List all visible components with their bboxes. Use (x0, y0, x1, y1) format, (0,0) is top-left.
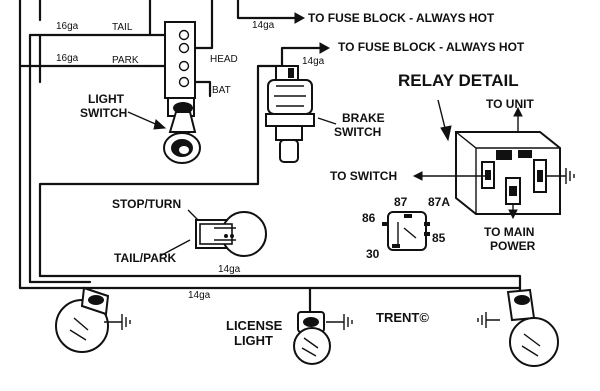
light-switch-pointer (127, 111, 161, 127)
label-head: HEAD (210, 54, 238, 65)
brake-switch-label-1: BRAKE (342, 111, 385, 125)
pin-30: 30 (366, 247, 380, 261)
relay-schematic-icon (382, 211, 430, 251)
pin-87: 87 (394, 195, 408, 209)
gauge-14ga-brake: 14ga (302, 56, 325, 67)
fuse-label-2: TO FUSE BLOCK - ALWAYS HOT (338, 40, 525, 54)
fuse-label-1: TO FUSE BLOCK - ALWAYS HOT (308, 11, 495, 25)
wire-14ga-fuse (236, 0, 297, 20)
arrow-icon (294, 12, 306, 24)
bulb-socket-icon (55, 286, 110, 353)
relay-to-unit: TO UNIT (486, 97, 534, 111)
light-switch-label-1: LIGHT (88, 92, 125, 106)
wires (18, 0, 522, 316)
relay-icon (455, 131, 561, 215)
pin-86: 86 (362, 211, 376, 225)
pin-85: 85 (432, 231, 446, 245)
stop-turn-label: STOP/TURN (112, 197, 181, 211)
author-credit: TRENT© (376, 310, 429, 325)
light-switch-icon (163, 21, 201, 164)
ground-icon (326, 314, 353, 330)
bulb-socket-icon (293, 311, 331, 365)
ground-icon (546, 168, 575, 184)
wire-bat (190, 80, 212, 98)
wire-right-bulb (38, 274, 522, 298)
label-bat: BAT (212, 85, 231, 96)
gauge-14ga-head: 14ga (252, 20, 275, 31)
relay-to-main-2: POWER (490, 239, 536, 253)
wire-tail-top (28, 0, 152, 84)
arrow-icon (319, 42, 331, 54)
ground-icon (477, 312, 500, 328)
wire-brake-to-stop (38, 88, 260, 278)
relay-pointer (437, 99, 447, 133)
arrow-icon (513, 106, 523, 117)
bulb-socket-icon (506, 288, 559, 367)
bulb-pointers (159, 209, 199, 257)
wire-head (190, 0, 214, 50)
license-label-2: LIGHT (234, 333, 273, 348)
ground-icon (104, 314, 131, 330)
wire-brake-left (256, 64, 282, 92)
brake-switch-pointer (317, 117, 337, 125)
arrow-icon (153, 119, 167, 130)
label-park: PARK (112, 55, 139, 66)
gauge-16ga-mid: 16ga (56, 53, 79, 64)
relay-detail-title: RELAY DETAIL (398, 71, 519, 90)
gauge-14ga-stop: 14ga (218, 264, 241, 275)
light-switch-label-2: SWITCH (80, 106, 127, 120)
arrow-icon (508, 209, 518, 220)
tail-park-label: TAIL/PARK (114, 251, 177, 265)
brake-switch-label-2: SWITCH (334, 125, 381, 139)
relay-to-switch: TO SWITCH (330, 169, 397, 183)
arrow-icon (412, 171, 423, 181)
gauge-16ga-top: 16ga (56, 21, 79, 32)
label-tail: TAIL (112, 22, 133, 33)
arrow-icon (440, 125, 452, 142)
license-label-1: LICENSE (226, 318, 283, 333)
dual-filament-bulb-icon (195, 211, 267, 257)
brake-switch-icon (265, 65, 315, 163)
wire-brake-fuse (280, 46, 322, 70)
gauge-14ga-bottom: 14ga (188, 290, 211, 301)
pin-87a: 87A (428, 195, 450, 209)
relay-to-main-1: TO MAIN (484, 225, 534, 239)
